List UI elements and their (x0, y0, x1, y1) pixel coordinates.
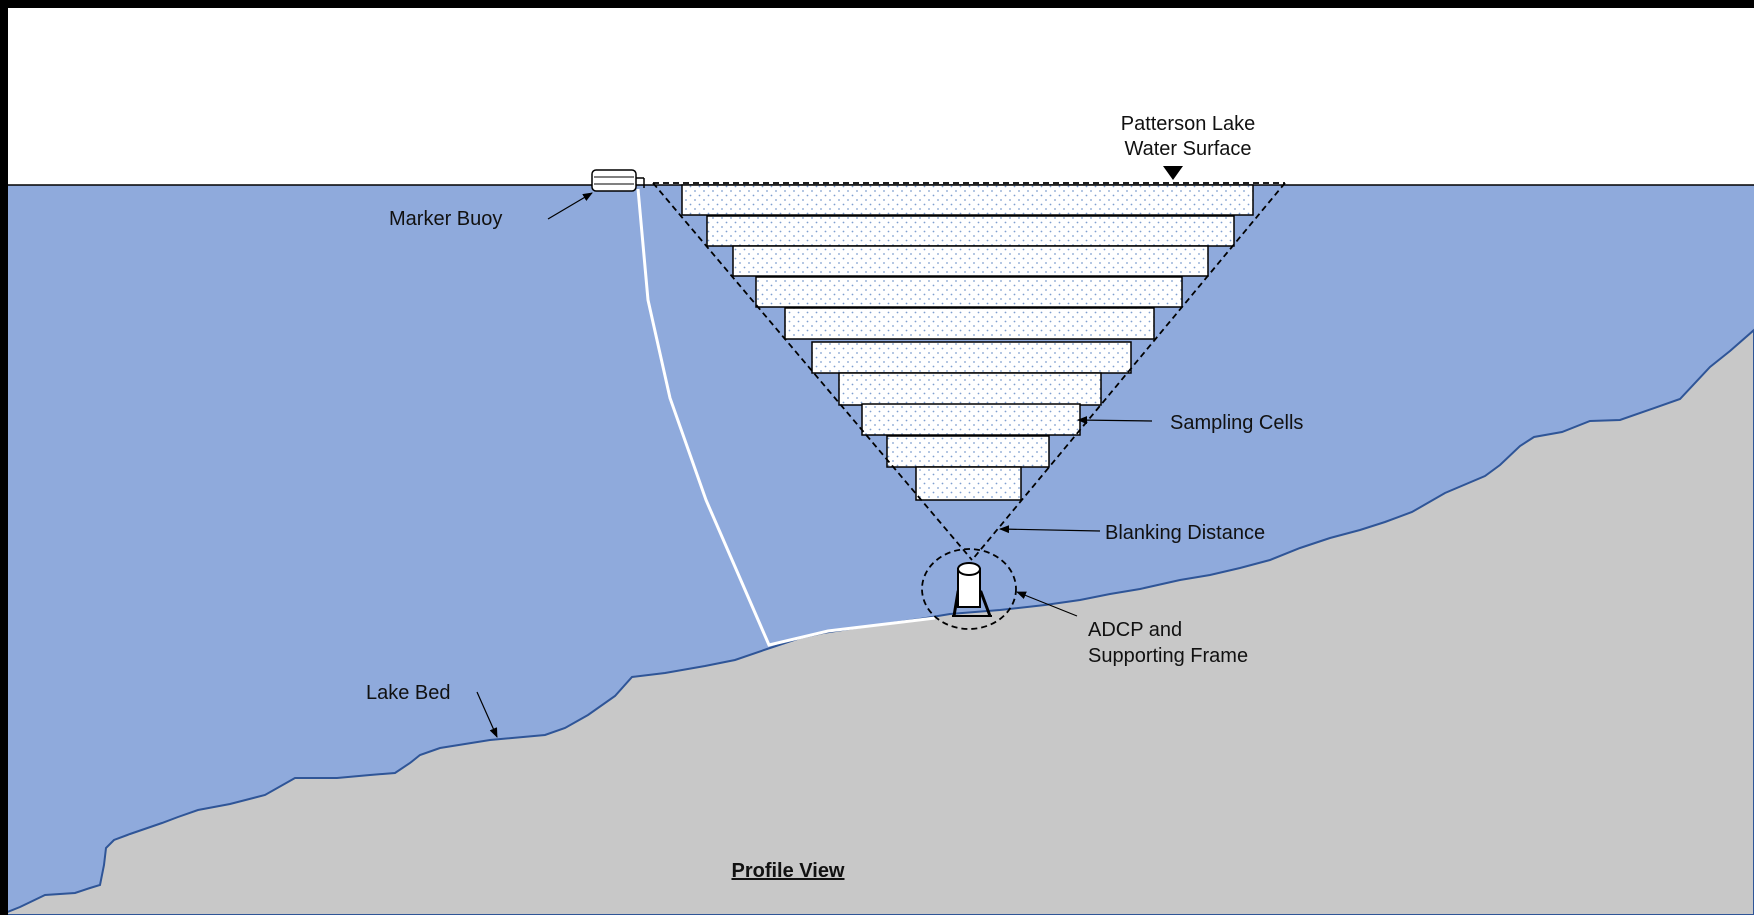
beam-cone (652, 182, 1286, 561)
marker-buoy-arrow (547, 192, 593, 220)
sampling-cell (755, 276, 1183, 308)
water-surface-marker (1163, 166, 1183, 180)
lake-bed-label: Lake Bed (366, 682, 451, 704)
adcp-instrument (921, 548, 1017, 630)
adcp-arrow (1016, 591, 1078, 617)
sampling-cell (811, 341, 1132, 374)
sampling-cell (784, 307, 1155, 340)
marker-buoy-label: Marker Buoy (389, 208, 502, 230)
blanking-distance-arrow (999, 525, 1101, 534)
marker-buoy (591, 169, 645, 192)
adcp-label-line1: ADCP and (1088, 619, 1182, 641)
adcp-label-line2: Supporting Frame (1088, 645, 1248, 667)
sampling-cells-label: Sampling Cells (1170, 412, 1303, 434)
sampling-cell (861, 403, 1081, 436)
sampling-cells (681, 184, 1254, 501)
sampling-cell (915, 466, 1022, 501)
lake-bed-arrow (476, 691, 498, 738)
mooring-line (636, 188, 936, 647)
sampling-cell (732, 245, 1209, 277)
profile-view-title: Profile View (731, 860, 844, 882)
adcp-dashed-circle (921, 548, 1017, 630)
blanking-distance-label: Blanking Distance (1105, 522, 1265, 544)
sampling-cells-arrow (1077, 416, 1153, 425)
surface-label-line1: Patterson Lake (1121, 113, 1256, 135)
sampling-cell (681, 184, 1254, 216)
sampling-cell (838, 372, 1102, 406)
sampling-cell (886, 435, 1050, 468)
sampling-cell (706, 215, 1235, 247)
surface-label-line2: Water Surface (1124, 138, 1251, 160)
